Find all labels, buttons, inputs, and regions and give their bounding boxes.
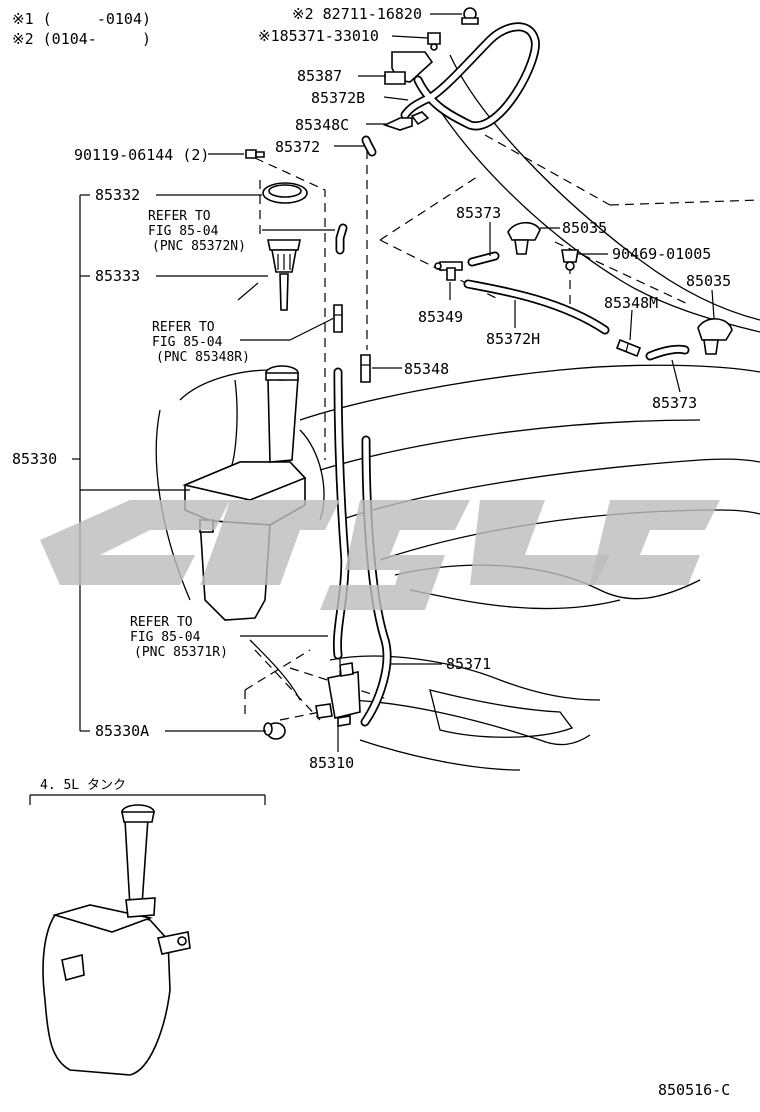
tube-vertical-left xyxy=(332,367,350,660)
ref-85372n-line3: (PNC 85372N) xyxy=(152,239,246,254)
clip-90469 xyxy=(561,249,579,271)
label-90119-06144: 90119-06144 (2) xyxy=(74,146,209,164)
inset-title: 4. 5L タンク xyxy=(40,778,126,793)
cap-85333 xyxy=(267,239,301,311)
labels: ※1 ( -0104) ※2 (0104- ) ※2 82711-16820 ※… xyxy=(12,5,731,1099)
label-82711-16820: ※2 82711-16820 xyxy=(292,5,422,23)
label-85333: 85333 xyxy=(95,267,140,285)
label-85349: 85349 xyxy=(418,308,463,326)
grommet-85330a xyxy=(263,722,286,740)
inset-45l-tank xyxy=(29,794,266,1076)
connector-85348 xyxy=(360,354,371,383)
label-85372: 85372 xyxy=(275,138,320,156)
label-85372b: 85372B xyxy=(311,89,365,107)
label-85330: 85330 xyxy=(12,450,57,468)
label-85371: 85371 xyxy=(446,655,491,673)
assembly-guide-lines xyxy=(244,134,760,721)
leader-lines xyxy=(72,13,715,752)
connector-85348m xyxy=(615,338,642,358)
label-85035-left: 85035 xyxy=(562,219,607,237)
hose-85373-b xyxy=(645,344,690,361)
label-85348: 85348 xyxy=(404,360,449,378)
clip-82711 xyxy=(461,7,479,25)
ref-85372n-line2: FIG 85-04 xyxy=(148,224,219,239)
label-85373-top: 85373 xyxy=(456,204,501,222)
label-85373-bottom: 85373 xyxy=(652,394,697,412)
ref-85348r-line3: (PNC 85348R) xyxy=(156,350,250,365)
ref-85371r-line1: REFER TO xyxy=(130,615,193,630)
label-85332: 85332 xyxy=(95,186,140,204)
nozzle-85035-a xyxy=(507,221,541,255)
elbow-ref1 xyxy=(335,223,348,255)
label-85310: 85310 xyxy=(309,754,354,772)
ref-85372n-line1: REFER TO xyxy=(148,209,211,224)
hose-85371 xyxy=(360,435,392,727)
label-85330a: 85330A xyxy=(95,722,149,740)
nozzle-85035-b xyxy=(697,318,733,355)
label-85348m: 85348M xyxy=(604,294,658,312)
figure-code: 850516-C xyxy=(658,1081,730,1099)
label-85371-33010: ※185371-33010 xyxy=(258,27,379,45)
label-85387: 85387 xyxy=(297,67,342,85)
label-85372h: 85372H xyxy=(486,330,540,348)
label-90469-01005: 90469-01005 xyxy=(612,245,711,263)
joint-85349 xyxy=(434,261,463,281)
elbow-85372 xyxy=(361,135,377,157)
seal-85332 xyxy=(262,182,308,204)
note-2: ※2 (0104- ) xyxy=(12,30,151,48)
pump-85310 xyxy=(315,662,361,727)
hose-85372b xyxy=(400,22,540,131)
note-1: ※1 ( -0104) xyxy=(12,10,151,28)
bracket-85387 xyxy=(384,51,434,85)
label-85035-right: 85035 xyxy=(686,272,731,290)
ref-85348r-line1: REFER TO xyxy=(152,320,215,335)
clip-85371-33010 xyxy=(427,32,441,51)
hose-85372h xyxy=(463,279,610,335)
ref-85348r-line2: FIG 85-04 xyxy=(152,335,223,350)
connector-ref2 xyxy=(333,304,343,333)
bolt-90119 xyxy=(245,149,265,159)
connector-85348c xyxy=(382,111,430,131)
ref-85371r-line3: (PNC 85371R) xyxy=(134,645,228,660)
ref-85371r-line2: FIG 85-04 xyxy=(130,630,201,645)
watermark-logo xyxy=(40,500,720,610)
label-85348c: 85348C xyxy=(295,116,349,134)
hose-85373-a xyxy=(467,251,500,267)
